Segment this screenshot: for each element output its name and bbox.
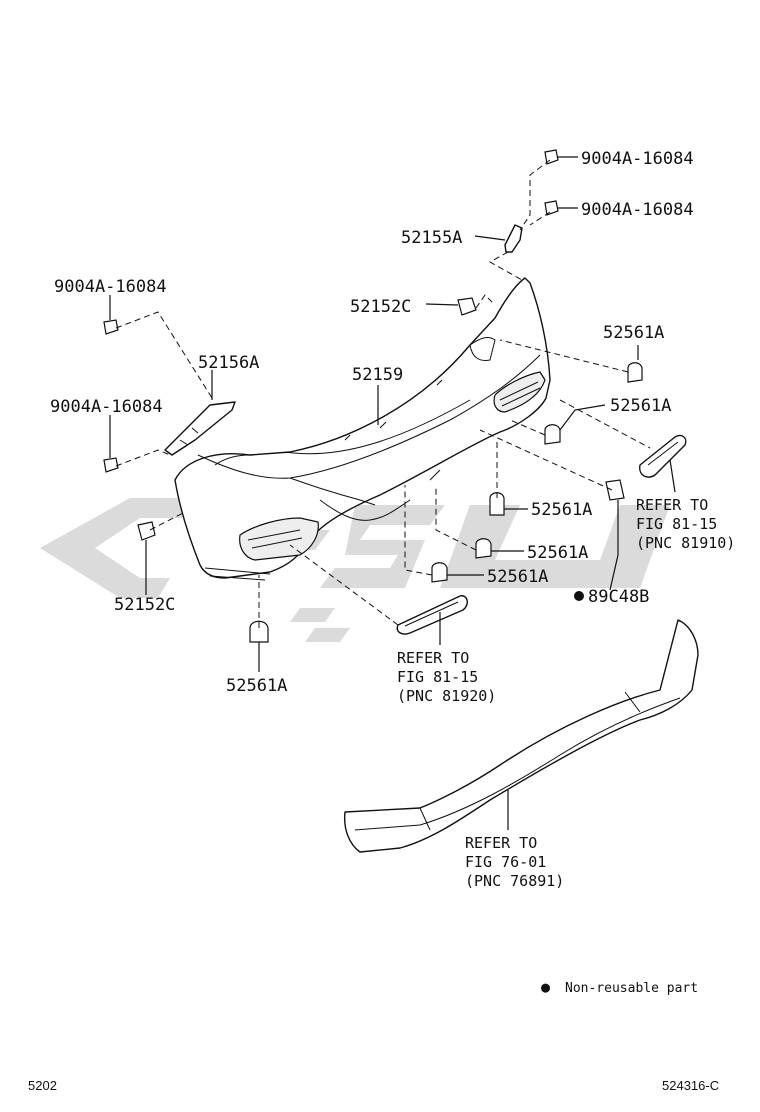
upper-retainer xyxy=(504,224,523,253)
legend-symbol: ● xyxy=(541,978,550,996)
label-retainer-upper: 52155A xyxy=(401,228,462,248)
ref-left-reflector-line3: (PNC 81920) xyxy=(397,687,496,705)
label-clip-top-1: 9004A-16084 xyxy=(581,149,694,169)
clip-center-3-icon xyxy=(431,562,448,583)
clip-center-2-icon xyxy=(475,538,492,559)
clip-top-1-icon xyxy=(544,149,559,165)
lower-spoiler xyxy=(343,619,699,853)
label-clip-bottom-left: 52561A xyxy=(226,676,287,696)
label-clip-left-mid: 9004A-16084 xyxy=(50,397,163,417)
left-reflector xyxy=(396,595,468,635)
left-retainer xyxy=(164,401,236,456)
label-bumper-cover: 52159 xyxy=(352,365,403,385)
clip-left-mid-icon xyxy=(103,457,119,473)
legend-text: Non-reusable part xyxy=(565,981,698,996)
label-clip-center-1: 52561A xyxy=(531,500,592,520)
label-clip-left-top: 9004A-16084 xyxy=(54,277,167,297)
label-clip-center-3: 52561A xyxy=(487,567,548,587)
nonreusable-marker-icon xyxy=(574,591,584,601)
clip-left-top-icon xyxy=(103,319,119,335)
label-bracket-top: 52152C xyxy=(350,297,411,317)
ref-right-reflector-line1: REFER TO xyxy=(636,496,708,514)
right-reflector xyxy=(639,434,687,478)
nonreusable-clip-icon xyxy=(605,479,625,501)
ref-lower-spoiler-line1: REFER TO xyxy=(465,834,537,852)
bracket-left-icon xyxy=(137,521,156,541)
label-clip-center-2: 52561A xyxy=(527,543,588,563)
bracket-top-icon xyxy=(457,297,477,316)
clip-top-2-icon xyxy=(544,200,559,216)
clip-center-1-icon xyxy=(489,492,505,516)
ref-left-reflector-line1: REFER TO xyxy=(397,649,469,667)
label-clip-right-2: 52561A xyxy=(610,396,671,416)
page-code: 5202 xyxy=(28,1078,57,1093)
ref-lower-spoiler-line3: (PNC 76891) xyxy=(465,872,564,890)
ref-right-reflector-line3: (PNC 81910) xyxy=(636,534,735,552)
clip-right-2-icon xyxy=(544,424,561,445)
label-bracket-left: 52152C xyxy=(114,595,175,615)
ref-lower-spoiler-line2: FIG 76-01 xyxy=(465,853,546,871)
label-retainer-left: 52156A xyxy=(198,353,259,373)
label-nonreusable-part: 89C48B xyxy=(588,587,649,607)
ref-right-reflector-line2: FIG 81-15 xyxy=(636,515,717,533)
label-clip-right-1: 52561A xyxy=(603,323,664,343)
rear-bumper-cover xyxy=(174,277,551,581)
clip-bottom-left-icon xyxy=(249,620,269,643)
label-clip-top-2: 9004A-16084 xyxy=(581,200,694,220)
ref-left-reflector-line2: FIG 81-15 xyxy=(397,668,478,686)
assembly-lines xyxy=(115,159,651,628)
clip-right-1-icon xyxy=(627,362,643,383)
leader-lines xyxy=(109,156,676,830)
figure-code: 524316-C xyxy=(662,1078,719,1093)
